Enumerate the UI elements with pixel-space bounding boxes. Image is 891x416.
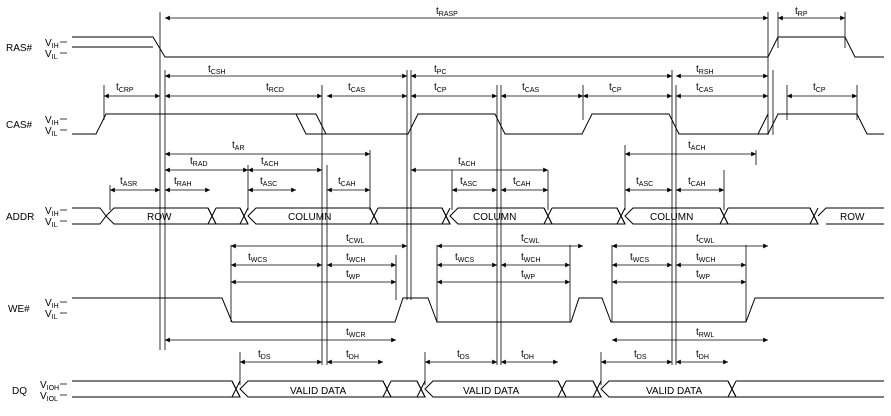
t-cas2: tCAS [522,82,540,94]
t-rad: tRAD [190,156,208,168]
t-ach3: tACH [688,140,706,152]
dq-labels: VALID DATA VALID DATA VALID DATA [290,386,702,397]
t-wp1: tWP [346,269,360,281]
t-wcs1: tWCS [248,252,267,264]
t-crp: tCRP [116,82,134,94]
level-ticks [60,41,67,396]
t-pc: tPC [434,64,447,76]
ras-label: RAS# [6,43,33,54]
we-vih: VIH [45,298,59,310]
cas-waveform [72,113,884,135]
t-wch1: tWCH [346,252,366,264]
we-waveform [72,297,884,323]
t-ar: tAR [232,140,245,152]
guide-lines [103,12,858,385]
addr-col2: COLUMN [473,212,516,223]
ras-vih: VIH [45,38,59,50]
t-cp2: tCP [609,82,622,94]
t-asc2: tASC [460,176,477,188]
t-dh2: tDH [521,349,534,361]
t-ach2: tACH [458,156,476,168]
t-wp3: tWP [696,269,710,281]
t-cas1: tCAS [348,82,366,94]
t-ds2: tDS [457,349,470,361]
t-dh1: tDH [346,349,359,361]
t-cah3: tCAH [688,176,706,188]
t-asc3: tASC [636,176,653,188]
dq-data3: VALID DATA [646,386,702,397]
ras-waveform [72,36,884,58]
t-asr: tASR [120,176,137,188]
t-cah1: tCAH [338,176,356,188]
t-ds1: tDS [258,349,271,361]
t-cas3: tCAS [696,82,714,94]
t-wch3: tWCH [696,252,716,264]
t-ach1: tACH [261,156,279,168]
addr-vih: VIH [45,206,59,218]
t-cwl3: tCWL [696,233,714,245]
addr-vil: VIL [45,217,58,229]
addr-col1: COLUMN [288,212,331,223]
addr-label: ADDR [6,212,34,223]
t-rcd: tRCD [266,82,284,94]
t-cwl1: tCWL [346,233,364,245]
t-cp3: tCP [813,82,826,94]
t-rasp: tRASP [436,6,458,18]
t-cah2: tCAH [513,176,531,188]
t-csh: tCSH [208,64,226,76]
timing-labels: tRASP tRP tCSH tPC tRSH tCRP tRCD tCAS t… [116,6,826,361]
dq-vioh: VIOH [40,380,59,392]
dq-data1: VALID DATA [290,386,346,397]
t-dh3: tDH [696,349,709,361]
cas-vil: VIL [45,126,58,138]
t-wcs2: tWCS [455,252,474,264]
we-label: WE# [8,304,30,315]
we-vil: VIL [45,309,58,321]
timing-arrows [104,15,857,365]
dq-bus [72,380,884,398]
ras-vil: VIL [45,49,58,61]
t-rah: tRAH [174,176,192,188]
t-rp: tRP [795,6,808,18]
signal-labels: RAS# VIH VIL CAS# VIH VIL ADDR VIH VIL W… [6,38,59,403]
cas-label: CAS# [6,120,33,131]
t-cwl2: tCWL [521,233,539,245]
addr-labels: ROW COLUMN COLUMN COLUMN ROW [147,212,865,223]
dq-data2: VALID DATA [463,386,519,397]
t-asc1: tASC [260,176,277,188]
t-wcs3: tWCS [630,252,649,264]
t-cp1: tCP [434,82,447,94]
t-rsh: tRSH [696,64,714,76]
t-wp2: tWP [521,269,535,281]
dq-viol: VIOL [40,391,58,403]
addr-bus [72,207,884,225]
t-rwl: tRWL [696,327,714,339]
dq-label: DQ [12,386,27,397]
t-wch2: tWCH [521,252,541,264]
cas-vih: VIH [45,115,59,127]
addr-row1: ROW [147,212,172,223]
addr-row2: ROW [840,212,865,223]
t-ds3: tDS [634,349,647,361]
t-wcr: tWCR [346,327,366,339]
